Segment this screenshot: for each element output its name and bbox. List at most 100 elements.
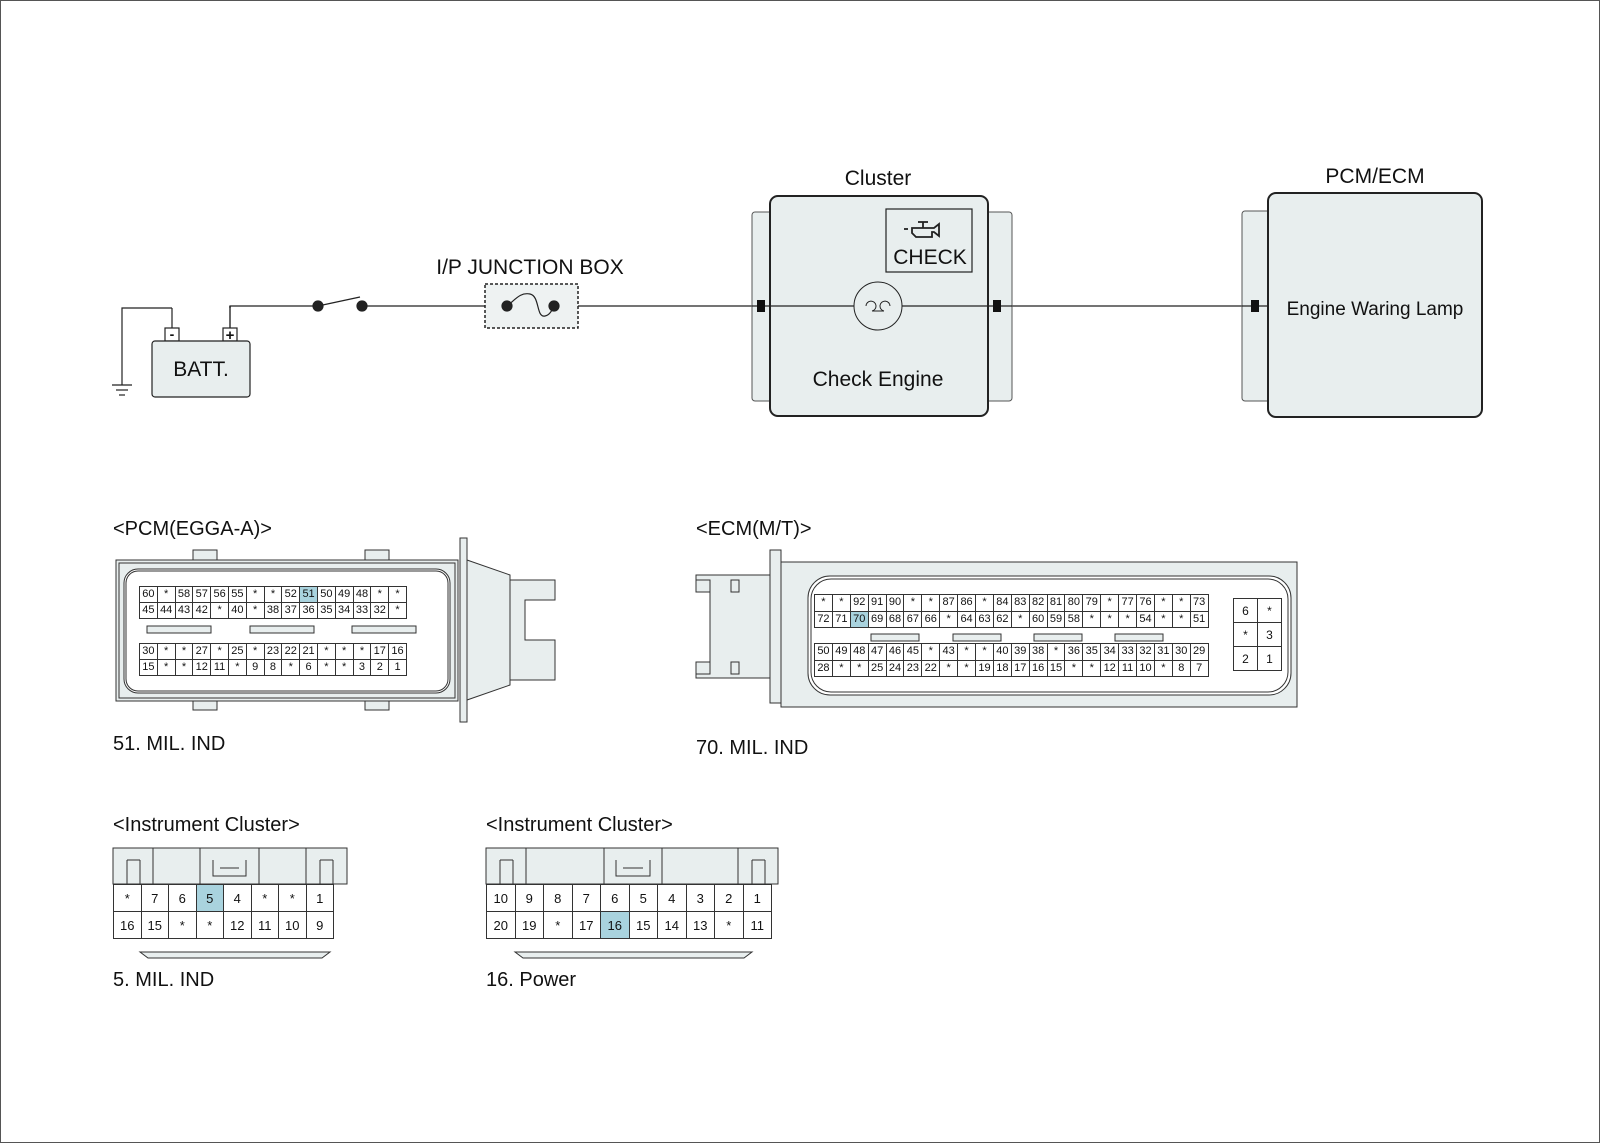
junction-box-label: I/P JUNCTION BOX — [436, 256, 623, 279]
pin-8: 8 — [263, 659, 283, 676]
ecm-caption: 70. MIL. IND — [696, 737, 808, 759]
unused-pin: * — [814, 594, 833, 612]
pin-1: 1 — [305, 884, 334, 912]
unused-pin: * — [1171, 610, 1191, 628]
ic2-caption: 16. Power — [486, 969, 576, 991]
pin-76: 76 — [1136, 594, 1155, 612]
unused-pin: * — [156, 643, 176, 660]
pin-10: 10 — [1136, 659, 1155, 677]
cluster-title: Cluster — [845, 167, 912, 190]
engine-icon — [904, 221, 940, 238]
pin-10: 10 — [486, 884, 516, 912]
unused-pin: * — [1153, 659, 1173, 677]
pin-62: 62 — [992, 610, 1012, 628]
pin-31: 31 — [1153, 643, 1173, 661]
unused-pin: * — [714, 911, 744, 939]
unused-pin: * — [352, 643, 372, 660]
pin-13: 13 — [685, 911, 715, 939]
pin-12: 12 — [192, 659, 212, 676]
pin-25: 25 — [867, 659, 887, 677]
unused-pin: * — [939, 610, 959, 628]
pin-16: 16 — [113, 911, 142, 939]
pin-45: 45 — [903, 643, 923, 661]
pin-32: 32 — [370, 602, 390, 619]
pin-11: 11 — [1118, 659, 1138, 677]
unused-pin: * — [370, 586, 390, 603]
unused-pin: * — [543, 911, 573, 939]
pin-57: 57 — [192, 586, 212, 603]
pin-35: 35 — [316, 602, 336, 619]
pin-20: 20 — [486, 911, 516, 939]
pin-67: 67 — [903, 610, 923, 628]
pin-11: 11 — [250, 911, 279, 939]
pin-11: 11 — [742, 911, 772, 939]
ic2-title: <Instrument Cluster> — [486, 814, 673, 836]
pin-1: 1 — [1257, 646, 1282, 671]
unused-pin: * — [1010, 610, 1030, 628]
battery-label: BATT. — [173, 358, 229, 381]
unused-pin: * — [316, 659, 336, 676]
unused-pin: * — [921, 643, 941, 661]
pin-40: 40 — [992, 643, 1012, 661]
unused-pin: * — [210, 643, 229, 660]
pin-60: 60 — [139, 586, 158, 603]
pin-49: 49 — [831, 643, 851, 661]
ic1-caption: 5. MIL. IND — [113, 969, 214, 991]
ic1-title: <Instrument Cluster> — [113, 814, 300, 836]
pin-37: 37 — [281, 602, 301, 619]
pin-56: 56 — [210, 586, 229, 603]
pin-7: 7 — [140, 884, 169, 912]
pin-32: 32 — [1136, 643, 1155, 661]
unused-pin: * — [1118, 610, 1138, 628]
pin-43: 43 — [939, 643, 959, 661]
pin-38: 38 — [1028, 643, 1048, 661]
pin-59: 59 — [1046, 610, 1066, 628]
pin-12: 12 — [1100, 659, 1120, 677]
pin-28: 28 — [814, 659, 833, 677]
pin-82: 82 — [1028, 594, 1048, 612]
unused-pin: * — [227, 659, 247, 676]
unused-pin: * — [168, 911, 197, 939]
pin-92: 92 — [849, 594, 869, 612]
junction-box — [484, 283, 579, 329]
unused-pin: * — [174, 643, 194, 660]
pin-33: 33 — [352, 602, 372, 619]
unused-pin: * — [1100, 610, 1120, 628]
pin-8: 8 — [1171, 659, 1191, 677]
pin-19: 19 — [514, 911, 544, 939]
pin-40: 40 — [227, 602, 247, 619]
pin-3: 3 — [352, 659, 372, 676]
pin-22: 22 — [921, 659, 941, 677]
pin-6: 6 — [168, 884, 197, 912]
pcm-ecm-box — [1241, 192, 1483, 418]
pin-3: 3 — [1257, 622, 1282, 647]
pin-3: 3 — [685, 884, 715, 912]
pin-2: 2 — [714, 884, 744, 912]
pcm-connector — [1251, 300, 1259, 312]
pin-86: 86 — [957, 594, 977, 612]
pin-48: 48 — [352, 586, 372, 603]
pin-14: 14 — [657, 911, 687, 939]
unused-pin: * — [957, 643, 977, 661]
pin-54: 54 — [1136, 610, 1155, 628]
pin-38: 38 — [263, 602, 283, 619]
pin-83: 83 — [1010, 594, 1030, 612]
pin-33: 33 — [1118, 643, 1138, 661]
pin-30: 30 — [139, 643, 158, 660]
unused-pin: * — [250, 884, 279, 912]
pin-15: 15 — [139, 659, 158, 676]
pin-9: 9 — [245, 659, 265, 676]
pin-25: 25 — [227, 643, 247, 660]
check-engine-label: Check Engine — [813, 368, 944, 391]
pin-47: 47 — [867, 643, 887, 661]
pin-50: 50 — [814, 643, 833, 661]
pin-16: 16 — [1028, 659, 1048, 677]
engine-lamp-label: Engine Waring Lamp — [1287, 299, 1464, 320]
pin-2: 2 — [1233, 646, 1258, 671]
